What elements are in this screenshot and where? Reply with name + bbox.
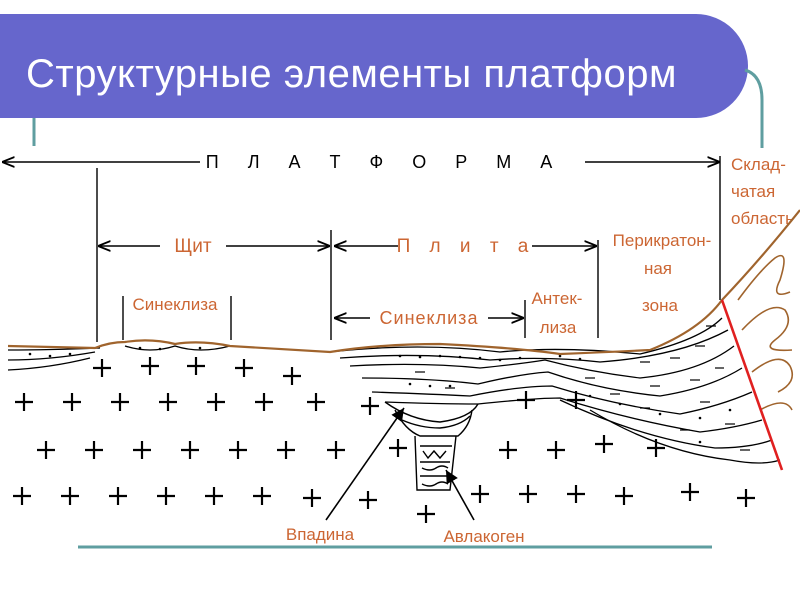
- basement-cross: [13, 487, 31, 505]
- label-pericraton-1: Перикратон-: [613, 231, 712, 250]
- basement-cross: [157, 487, 175, 505]
- label-pericraton-3: зона: [642, 296, 678, 315]
- basement-cross: [277, 441, 295, 459]
- fold-area: [720, 212, 800, 470]
- basement-cross: [681, 483, 699, 501]
- basement-cross: [547, 441, 565, 459]
- label-sinekliza-left: Синеклиза: [133, 295, 218, 314]
- basement-cross: [111, 393, 129, 411]
- basement-cross: [327, 441, 345, 459]
- basement-cross: [37, 441, 55, 459]
- label-shchit: Щит: [174, 236, 211, 257]
- basement-cross: [93, 359, 111, 377]
- basement-cross: [61, 487, 79, 505]
- basement-cross: [229, 441, 247, 459]
- basement-cross: [255, 393, 273, 411]
- basement-cross: [15, 393, 33, 411]
- basement-cross: [303, 489, 321, 507]
- basement-cross: [187, 357, 205, 375]
- basement-cross: [283, 367, 301, 385]
- label-anteklisa-2: лиза: [540, 318, 577, 337]
- basement-cross: [85, 441, 103, 459]
- plate-sediments: [329, 317, 781, 464]
- frame-right-curve: [744, 68, 764, 148]
- basement-cross: [737, 489, 755, 507]
- surface-line: [7, 209, 800, 356]
- basement-cross: [519, 485, 537, 503]
- slide-title: Структурные элементы платформ: [26, 52, 677, 96]
- basement-cross: [499, 441, 517, 459]
- label-pericraton-2: ная: [644, 259, 672, 278]
- basement-cross: [471, 485, 489, 503]
- basement-cross: [615, 487, 633, 505]
- basement-cross: [109, 487, 127, 505]
- label-fold-3: область: [731, 209, 794, 228]
- label-platforma: П Л А Т Ф О Р М А: [206, 152, 564, 172]
- basement-cross: [205, 487, 223, 505]
- boundary-fault: [720, 299, 784, 471]
- basement-crosses: [13, 357, 755, 523]
- basement-cross: [307, 393, 325, 411]
- basement-cross: [567, 485, 585, 503]
- label-plita: П л и т а: [397, 236, 536, 257]
- basement-cross: [389, 439, 407, 457]
- basement-cross: [595, 435, 613, 453]
- basement-cross: [647, 439, 665, 457]
- basement-cross: [207, 393, 225, 411]
- basement-cross: [235, 359, 253, 377]
- label-vpadina: Впадина: [286, 525, 355, 544]
- arrow-to-vpadina: [325, 407, 405, 521]
- pointer-arrows: [325, 407, 475, 521]
- basement-cross: [517, 391, 535, 409]
- basement-cross: [253, 487, 271, 505]
- label-avlakogen: Авлакоген: [443, 527, 524, 546]
- basement-cross: [417, 505, 435, 523]
- basement-cross: [567, 391, 585, 409]
- basement-cross: [141, 357, 159, 375]
- span-arrows: [2, 156, 721, 342]
- title-underline: [0, 118, 706, 120]
- label-sinekliza-right: Синеклиза: [380, 308, 479, 328]
- label-anteklisa-1: Антек-: [532, 289, 583, 308]
- label-fold-2: чатая: [731, 182, 775, 201]
- label-fold-1: Склад-: [731, 155, 786, 174]
- basement-cross: [133, 441, 151, 459]
- sediment-dots: [28, 346, 732, 444]
- arrow-to-avlakogen: [445, 469, 475, 521]
- slide-frame: [32, 68, 764, 549]
- basement-cross: [159, 393, 177, 411]
- basement-cross: [359, 491, 377, 509]
- title-banner: Структурные элементы платформ: [0, 14, 748, 120]
- basement-cross: [63, 393, 81, 411]
- basement-cross: [361, 397, 379, 415]
- sediment-dashes: [415, 325, 750, 451]
- basement-cross: [181, 441, 199, 459]
